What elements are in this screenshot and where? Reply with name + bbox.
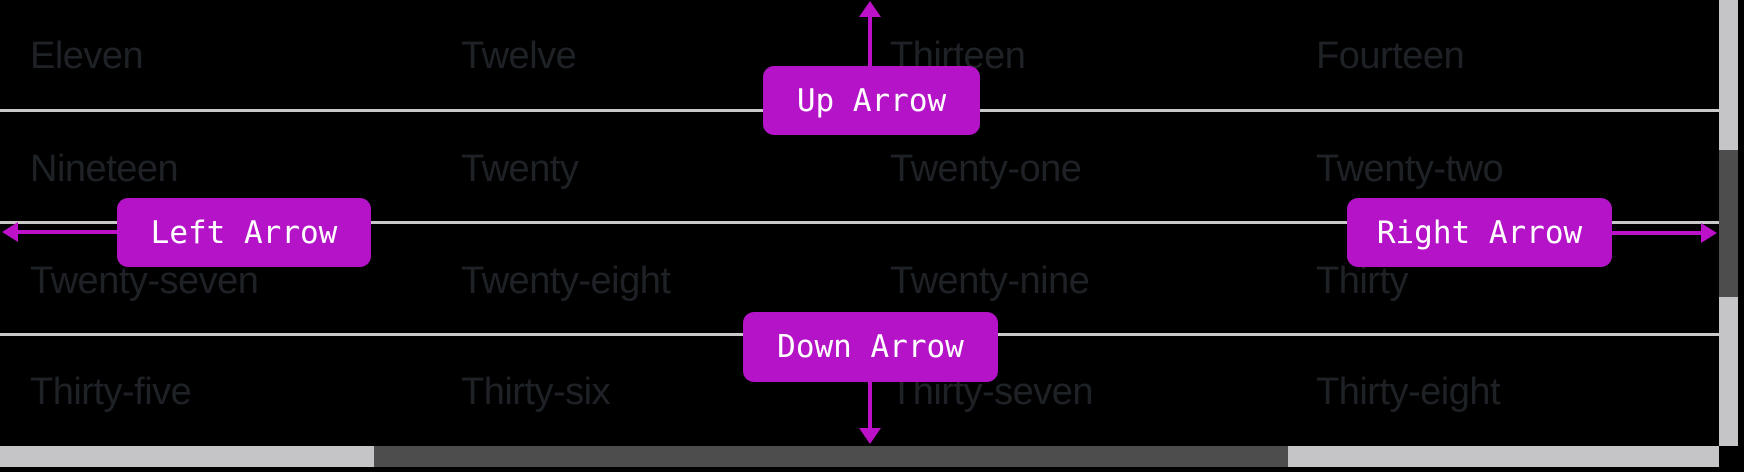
vertical-scrollbar[interactable] [1719,0,1738,446]
down-arrowhead-icon [859,428,881,444]
grid-cell: Twenty-two [1316,148,1504,190]
down-arrow-indicator [868,381,872,430]
left-arrowhead-icon [2,222,18,242]
up-arrowhead-icon [859,1,881,17]
grid-cell: Thirty-six [461,371,611,413]
grid-cell: Twenty-eight [461,260,671,302]
left-arrow-button[interactable]: Left Arrow [117,198,371,267]
vertical-scrollbar-thumb[interactable] [1719,150,1738,297]
right-arrowhead-icon [1701,223,1717,243]
horizontal-scrollbar[interactable] [0,446,1719,467]
right-arrow-button[interactable]: Right Arrow [1347,198,1612,267]
grid-cell: Twelve [461,35,577,77]
up-arrow-indicator [868,14,872,66]
down-arrow-button[interactable]: Down Arrow [743,312,998,382]
grid-cell: Twenty [461,148,579,190]
grid-cell: Thirty-eight [1316,371,1501,413]
horizontal-scrollbar-thumb[interactable] [374,446,1288,467]
right-arrow-indicator [1612,231,1702,235]
grid-cell: Twenty-seven [30,260,259,302]
grid-cell: Nineteen [30,148,179,190]
row-divider [0,221,1719,224]
grid-cell: Thirty-five [30,371,192,413]
up-arrow-button[interactable]: Up Arrow [763,66,980,135]
grid-cell: Fourteen [1316,35,1465,77]
grid-cell: Twenty-one [890,148,1082,190]
grid-cell: Eleven [30,35,144,77]
grid-cell: Thirty [1316,260,1409,302]
left-arrow-indicator [14,230,117,234]
grid-cell: Twenty-nine [890,260,1090,302]
